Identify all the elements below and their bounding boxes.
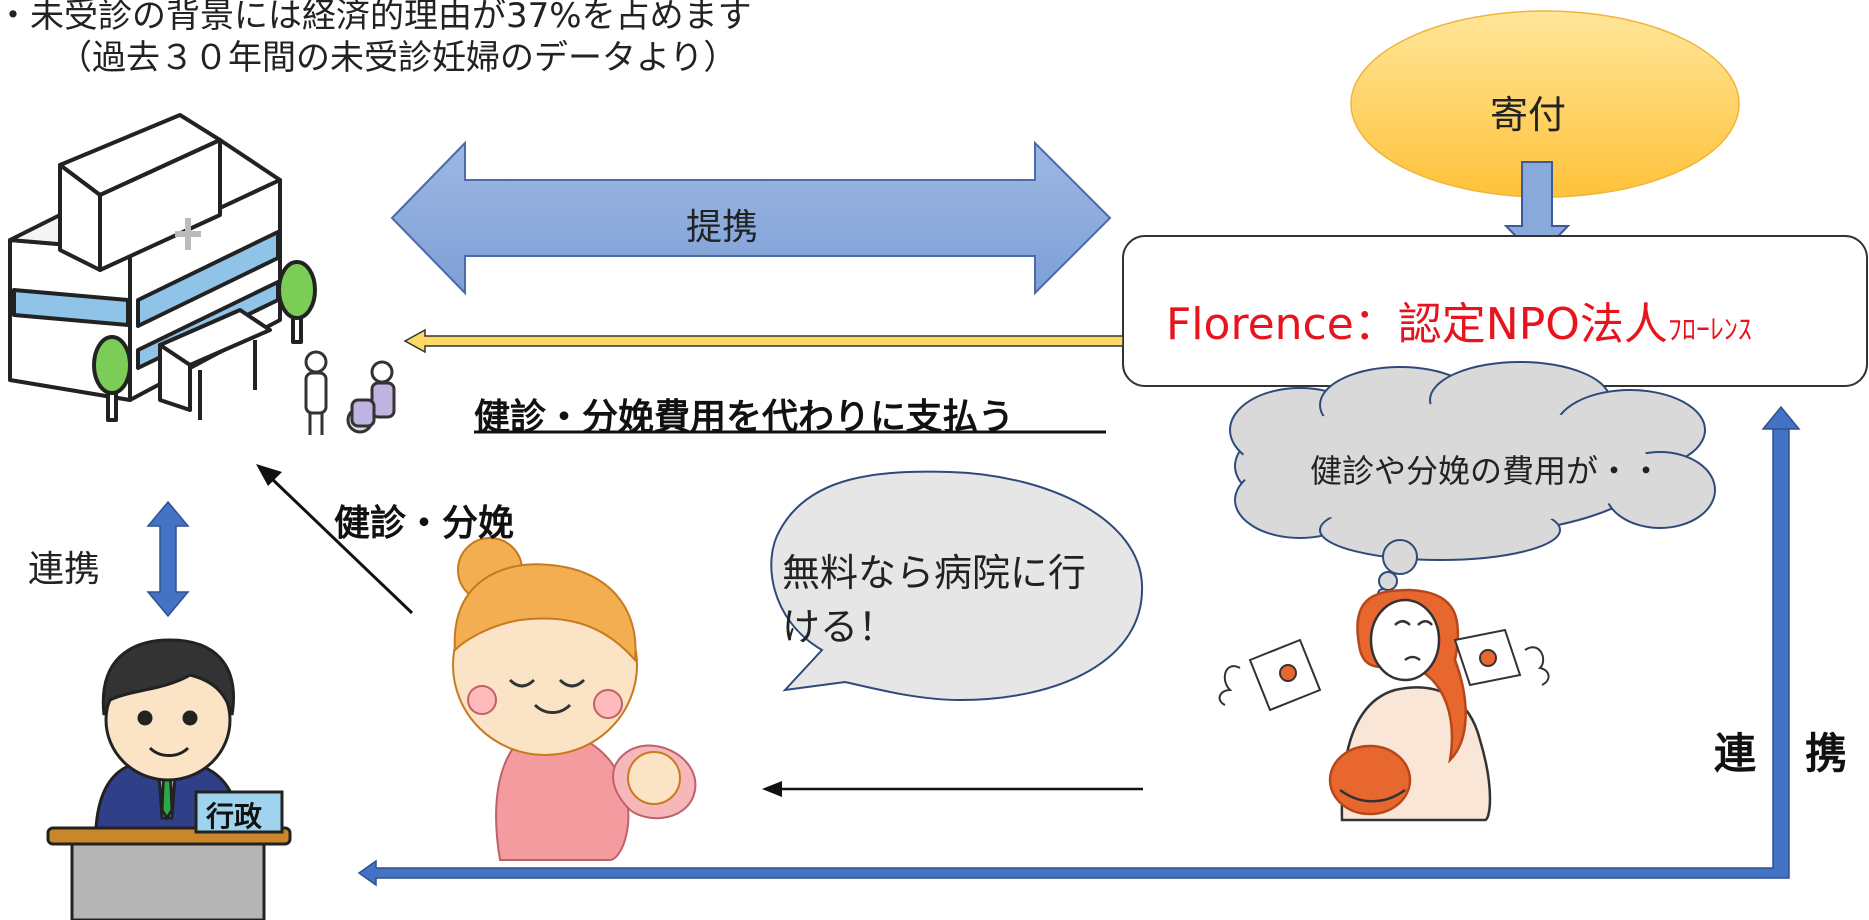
right-cooperation-char2: 携 [1805, 729, 1848, 778]
left-cooperation-label: 連携 [28, 549, 101, 590]
checkup-arrow-line [268, 475, 414, 615]
npo-name-main: Florence：認定NPO法人 [1166, 299, 1668, 350]
partnership-label: 提携 [686, 207, 759, 248]
checkup-arrow-head [256, 464, 282, 486]
npo-name: Florence：認定NPO法人ﾌﾛｰﾚﾝｽ [1166, 288, 1752, 352]
hospital-visitors-icon [304, 350, 396, 435]
intro-text-line2: （過去３０年間の未受診妊婦のデータより） [58, 38, 738, 78]
payment-label: 健診・分娩費用を代わりに支払う [474, 397, 1015, 438]
checkup-label: 健診・分娩 [334, 503, 515, 544]
worried-woman-icon [1328, 588, 1492, 822]
intro-text-line1: ・未受診の背景には経済的理由が37%を占めます [0, 0, 752, 36]
support-arrow-head [762, 781, 782, 797]
government-sign: 行政 [206, 800, 263, 833]
payment-arrow [403, 328, 1124, 354]
speech-line2: ける！ [782, 605, 897, 649]
donation-label: 寄付 [1490, 93, 1567, 137]
hospital-icon [8, 113, 317, 422]
partnership-double-arrow [390, 140, 1112, 296]
left-cooperation-arrow [146, 500, 190, 618]
pregnant-woman-icon [452, 537, 697, 861]
right-cooperation-arrowhead [1761, 405, 1801, 430]
speech-line1: 無料なら病院に行 [782, 551, 1087, 595]
right-cooperation-arrow [357, 425, 1790, 887]
right-cooperation-char1: 連 [1714, 729, 1757, 778]
flying-money-icon [1453, 628, 1550, 687]
worry-bubble-text: 健診や分娩の費用が・・ [1310, 452, 1663, 490]
speech-bubble [770, 470, 1144, 702]
flying-money-icon [1218, 638, 1322, 712]
npo-name-kana: ﾌﾛｰﾚﾝｽ [1667, 313, 1752, 346]
government-officer-icon [46, 638, 292, 920]
